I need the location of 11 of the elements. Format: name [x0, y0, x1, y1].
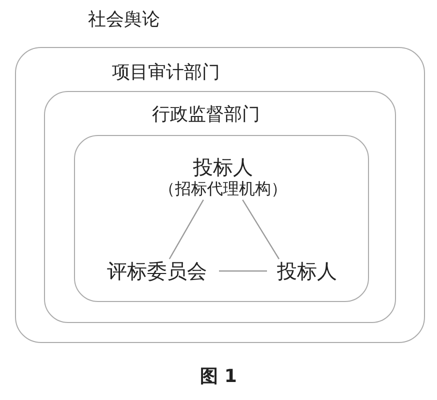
panel-heading: 社会舆论 — [88, 9, 160, 31]
node-label: 投标人 — [193, 155, 253, 179]
connector-line — [219, 270, 267, 272]
node-sublabel: （招标代理机构） — [159, 179, 287, 200]
panel-heading: 行政监督部门 — [152, 104, 260, 126]
connector-line — [168, 200, 204, 260]
figure-caption: 图 1 — [200, 365, 237, 388]
node-label: 投标人 — [277, 259, 337, 283]
connector-line — [242, 199, 280, 260]
node-label: 评标委员会 — [107, 259, 207, 283]
panel-heading: 项目审计部门 — [112, 62, 220, 84]
